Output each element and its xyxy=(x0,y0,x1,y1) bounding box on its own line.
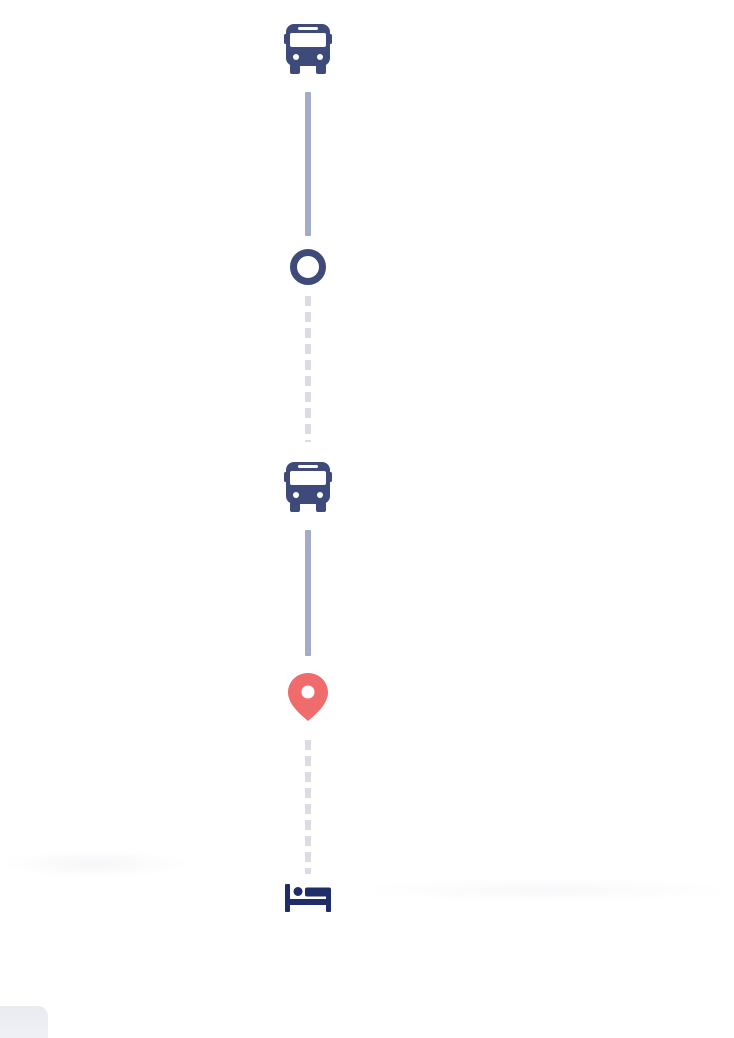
partial-card xyxy=(0,1006,48,1038)
route-connector-dashed xyxy=(305,296,311,442)
card-shadow xyxy=(360,878,734,902)
map-pin-icon xyxy=(287,672,329,722)
route-connector-solid xyxy=(305,92,311,236)
bed-icon xyxy=(285,884,331,912)
bus-icon xyxy=(284,462,332,514)
card-shadow xyxy=(0,850,190,878)
route-connector-dashed xyxy=(305,740,311,874)
circle-outline-icon xyxy=(289,248,327,286)
route-connector-solid xyxy=(305,530,311,656)
bus-icon xyxy=(284,24,332,76)
